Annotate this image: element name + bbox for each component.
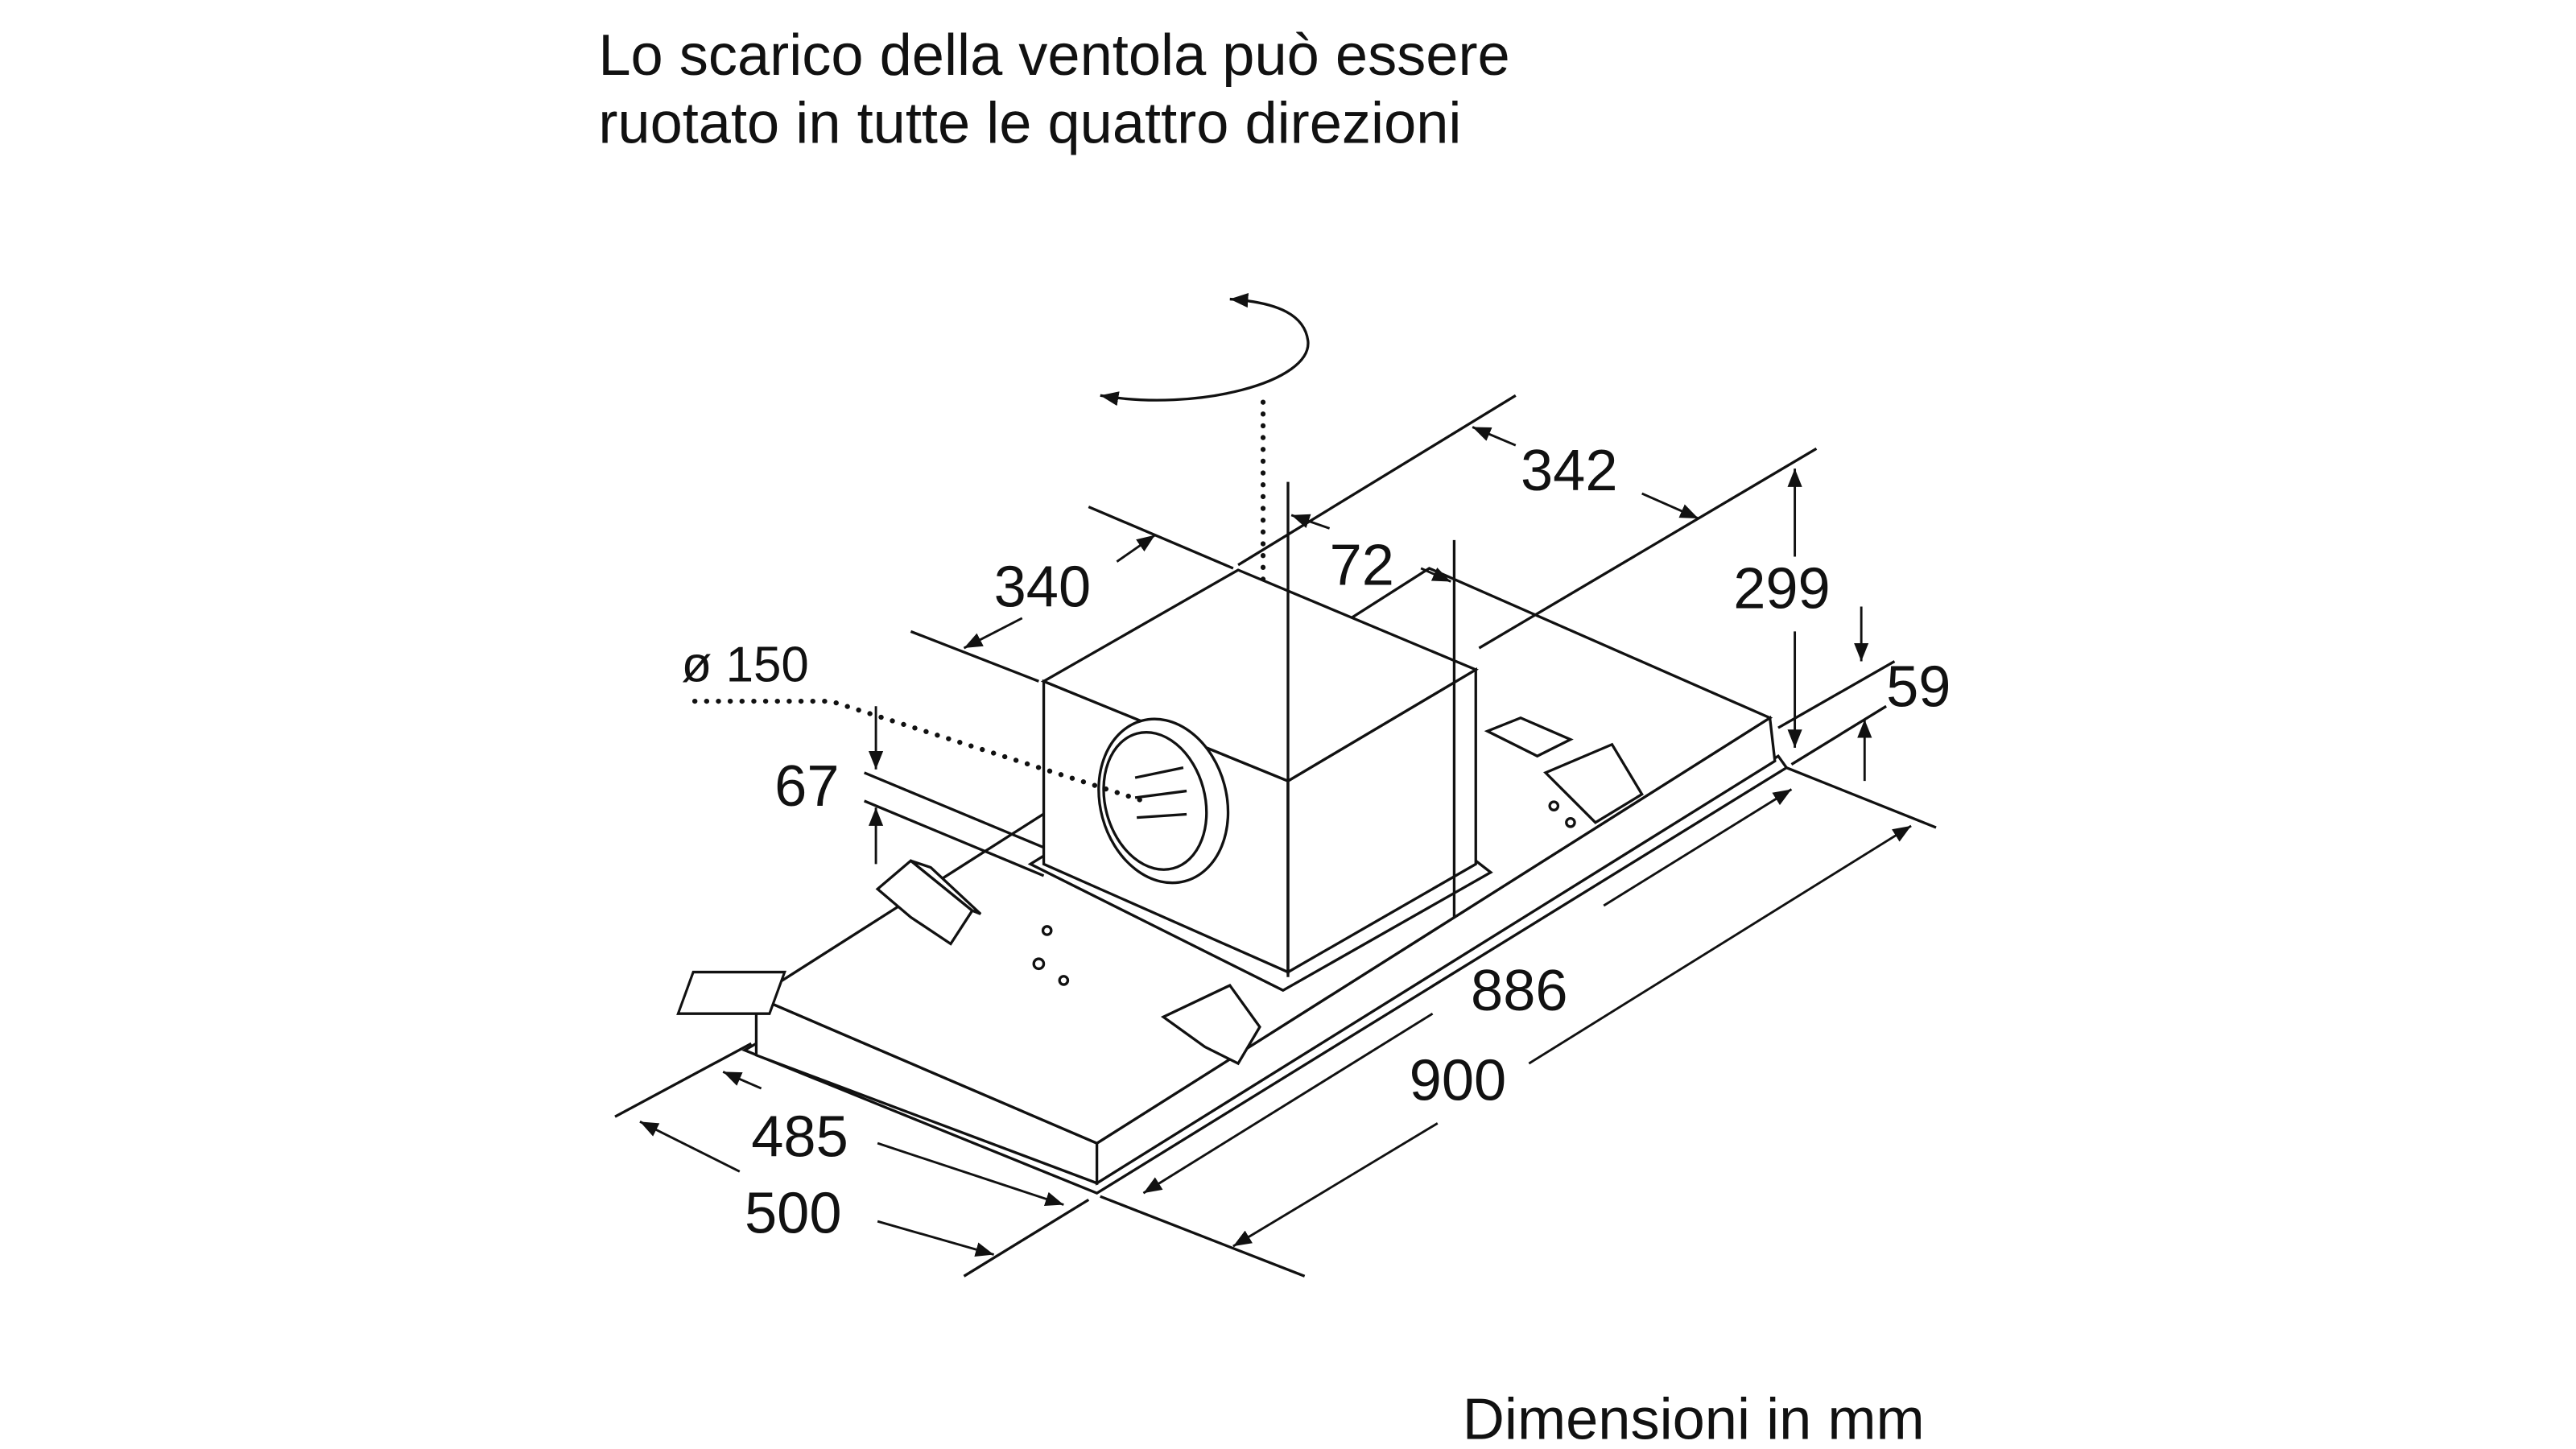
dim-outlet-height: 67 [774,754,839,819]
dim-inner-depth: 485 [751,1105,848,1170]
dim-outlet-diameter: ø 150 [682,637,809,692]
mounting-bracket [1160,984,1261,1066]
outlet-leader [691,699,1146,804]
filter-latch [1484,716,1574,758]
blower-box [1027,568,1493,993]
air-outlet [1097,717,1230,885]
mounting-bracket [875,859,982,946]
dim-inner-width: 886 [1471,959,1568,1023]
filter-latch [676,970,786,1015]
dim-outer-width: 900 [1410,1049,1507,1113]
mounting-bracket [1543,742,1644,824]
units-note: Dimensioni in mm [1463,1388,1925,1449]
dim-outer-depth: 500 [745,1182,842,1246]
dim-panel-height: 59 [1886,654,1951,719]
dim-rear-depth: 342 [1521,439,1618,503]
rotation-arrow-icon [1100,293,1310,407]
caption-line-1: Lo scarico della ventola può essere [598,23,1509,88]
dim-box-offset: 72 [1330,534,1394,598]
dim-total-height: 299 [1733,557,1831,621]
dim-box-depth: 340 [994,555,1092,619]
caption-line-2: ruotato in tutte le quattro direzioni [598,92,1461,156]
